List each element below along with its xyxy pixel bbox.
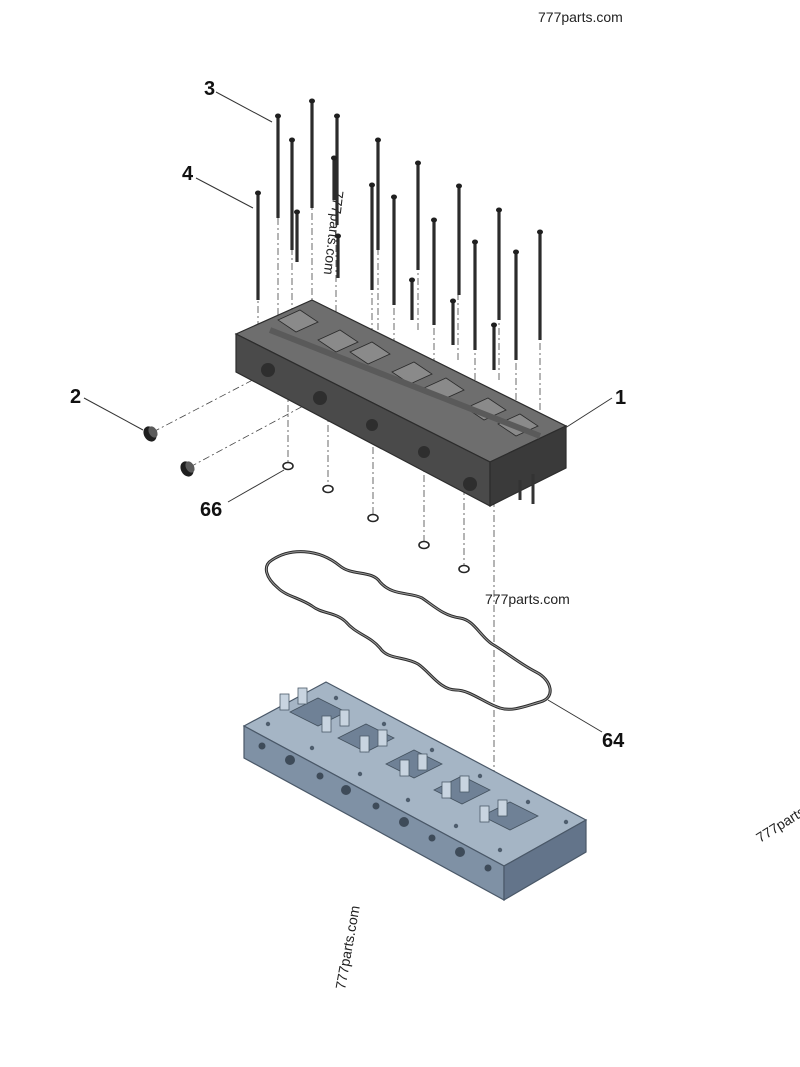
long-bolt: [472, 239, 478, 350]
callout-4: 4: [182, 163, 194, 185]
short-bolt: [491, 322, 497, 370]
short-bolt: [335, 233, 341, 278]
expansion-plug: [180, 461, 195, 477]
long-bolt: [537, 229, 543, 340]
long-bolt: [309, 98, 315, 208]
long-bolt: [456, 183, 462, 295]
rocker-carrier: [234, 299, 568, 507]
long-bolt: [391, 194, 397, 305]
long-bolt: [415, 160, 421, 270]
watermark-middle-right: 777parts.com: [485, 591, 570, 607]
o-ring: [458, 564, 470, 574]
long-bolt: [334, 113, 340, 225]
short-bolt: [409, 277, 415, 320]
o-rings: [282, 461, 470, 574]
o-ring: [282, 461, 294, 471]
long-bolt: [513, 249, 519, 360]
watermark-top-right: 777parts.com: [538, 9, 623, 25]
short-bolt: [294, 209, 300, 262]
long-bolt: [369, 182, 375, 290]
callout-1: 1: [615, 387, 626, 409]
callout-2: 2: [70, 386, 81, 408]
long-bolt: [255, 190, 261, 300]
short-bolt: [331, 155, 337, 200]
expansion-plugs: [143, 426, 195, 477]
o-ring: [322, 484, 334, 494]
long-bolt: [496, 207, 502, 320]
callout-3: 3: [204, 78, 215, 100]
long-bolt: [275, 113, 281, 218]
callout-64: 64: [602, 730, 625, 752]
expansion-plug: [143, 426, 158, 442]
o-ring: [418, 540, 430, 550]
watermark-diagonal-carrier: 777parts.com: [321, 190, 347, 276]
long-bolt: [431, 217, 437, 325]
carrier-bolts: [255, 98, 543, 370]
watermark-edge-right: 777parts.c: [753, 797, 800, 845]
watermark-bottom-left: 777parts.com: [332, 904, 362, 990]
long-bolt: [289, 137, 295, 250]
callout-66: 66: [200, 499, 222, 521]
cylinder-head: [242, 681, 588, 902]
carrier-gasket: [264, 550, 552, 711]
short-bolt: [450, 298, 456, 345]
long-bolt: [375, 137, 381, 250]
o-ring: [367, 513, 379, 523]
callout-leaders: [83, 91, 613, 733]
